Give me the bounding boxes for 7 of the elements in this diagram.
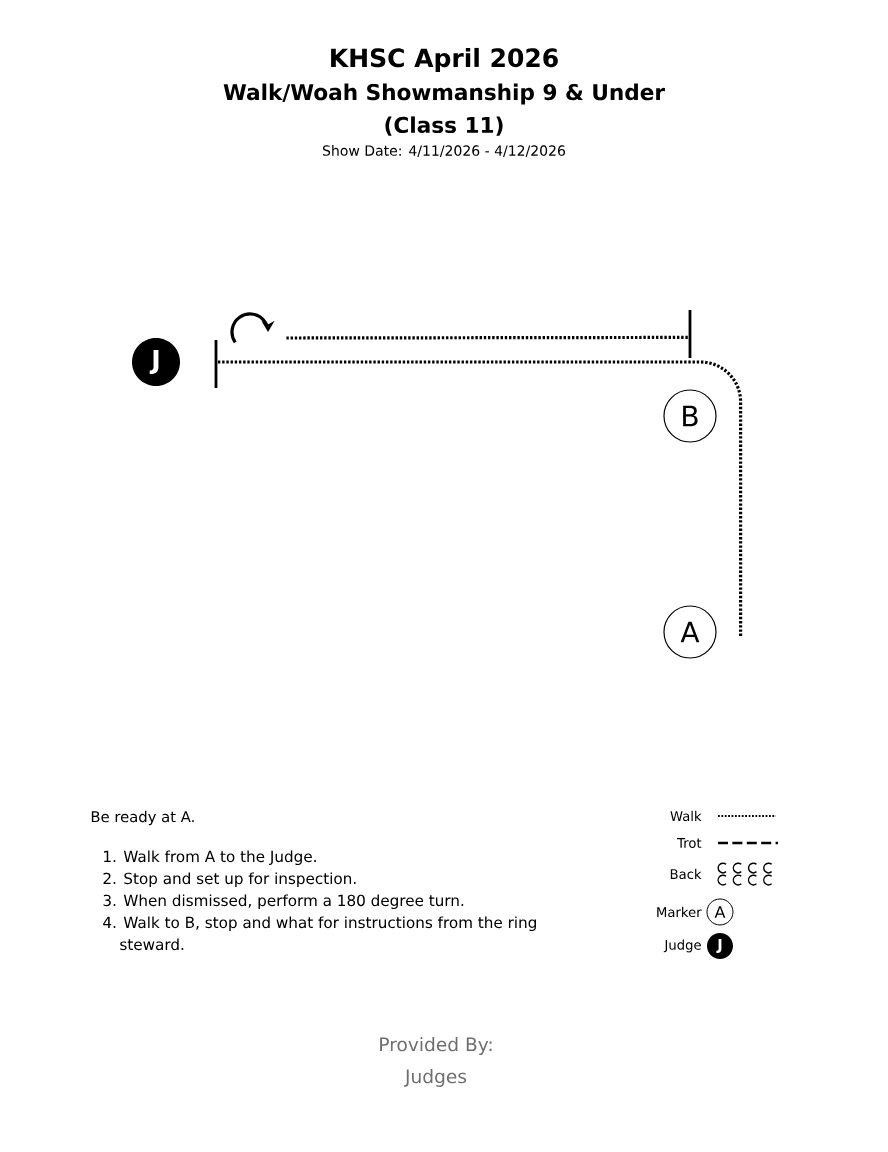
walk-path (216, 360, 743, 636)
walk-path (286, 335, 690, 340)
footer-text: Judges (404, 1068, 467, 1087)
title: KHSC April 2026 (331, 47, 558, 73)
subtitle: Walk/Woah Showmanship 9 & Under (223, 83, 665, 105)
class-label: (Class 11) (385, 116, 503, 136)
footer-text: Provided By: (380, 1036, 492, 1055)
